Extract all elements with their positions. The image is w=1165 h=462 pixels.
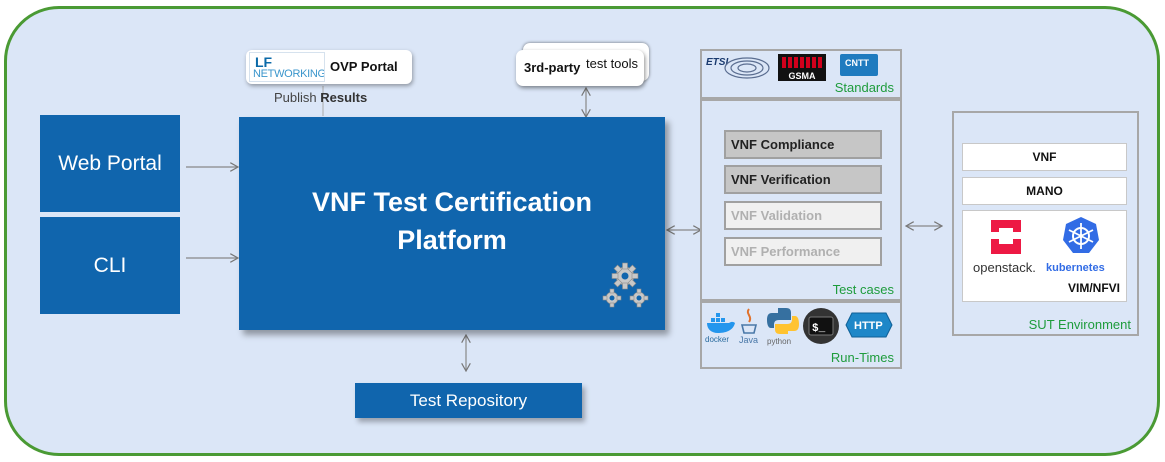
cli-label: CLI bbox=[93, 253, 127, 277]
svg-text:docker: docker bbox=[705, 335, 729, 343]
docker-icon: docker bbox=[705, 313, 735, 343]
standards-label: Standards bbox=[834, 80, 894, 95]
third-party-rest-label: test tools bbox=[586, 56, 639, 71]
openstack-label: openstack. bbox=[973, 260, 1036, 275]
standards-panel: ETSI GSMA CNTT Standards bbox=[700, 49, 902, 99]
vnf-box: VNF bbox=[962, 143, 1127, 171]
test-case-item-compliance: VNF Compliance bbox=[724, 130, 882, 159]
svg-text:python: python bbox=[767, 337, 791, 346]
platform-title: VNF Test Certification Platform bbox=[239, 183, 665, 259]
lf-logo-bottom: NETWORKING bbox=[253, 68, 325, 80]
lf-networking-logo: LF NETWORKING bbox=[249, 52, 325, 82]
http-icon: HTTP bbox=[845, 312, 893, 338]
svg-text:$_: $_ bbox=[812, 323, 826, 335]
python-icon: python bbox=[767, 308, 799, 346]
cntt-logo: CNTT bbox=[840, 54, 878, 76]
svg-text:Java: Java bbox=[739, 335, 758, 345]
svg-text:HTTP: HTTP bbox=[854, 320, 883, 332]
cntt-text: CNTT bbox=[845, 58, 869, 68]
test-cases-label: Test cases bbox=[832, 282, 894, 297]
etsi-logo: ETSI bbox=[706, 57, 770, 79]
ovp-portal-box: LF NETWORKING OVP Portal bbox=[246, 50, 412, 84]
test-case-item-verification: VNF Verification bbox=[724, 165, 882, 194]
test-case-item-validation: VNF Validation bbox=[724, 201, 882, 230]
openstack-icon bbox=[991, 220, 1021, 254]
svg-text:ETSI: ETSI bbox=[706, 57, 728, 68]
test-repository-label: Test Repository bbox=[409, 390, 528, 410]
test-repository-box: Test Repository bbox=[355, 383, 582, 418]
gsma-logo: GSMA bbox=[778, 54, 826, 81]
sut-environment-label: SUT Environment bbox=[1028, 317, 1131, 332]
terminal-icon: $_ bbox=[803, 308, 839, 344]
sut-environment-panel: VNF MANO openstack. kubernetes VIM/NFVI … bbox=[952, 111, 1139, 336]
cli-box: CLI bbox=[40, 217, 180, 314]
third-party-bold-label: 3rd-party bbox=[524, 60, 581, 75]
java-icon: Java bbox=[739, 308, 758, 345]
platform-box: VNF Test Certification Platform bbox=[239, 117, 665, 330]
publish-word: Publish bbox=[274, 90, 317, 105]
vim-nfvi-box: openstack. kubernetes VIM/NFVI bbox=[962, 210, 1127, 302]
runtimes-label: Run-Times bbox=[830, 350, 894, 365]
kubernetes-icon bbox=[1063, 217, 1099, 253]
results-word: Results bbox=[320, 90, 368, 105]
platform-title-line2: Platform bbox=[397, 225, 507, 255]
platform-title-line1: VNF Test Certification bbox=[311, 187, 593, 217]
gsma-text: GSMA bbox=[788, 71, 816, 81]
vim-nfvi-label: VIM/NFVI bbox=[1067, 281, 1120, 295]
lf-logo-top: LF bbox=[255, 54, 273, 70]
web-portal-label: Web Portal bbox=[58, 151, 162, 175]
web-portal-box: Web Portal bbox=[40, 115, 180, 212]
kubernetes-label: kubernetes bbox=[1046, 262, 1105, 274]
test-cases-panel: VNF Compliance VNF Verification VNF Vali… bbox=[700, 99, 902, 301]
runtimes-panel: docker Java python $_ HTTP Run-Times bbox=[700, 301, 902, 369]
third-party-tools-box bbox=[516, 50, 644, 86]
gears-icon bbox=[602, 262, 649, 308]
publish-results-label: Publish Results bbox=[274, 90, 367, 105]
test-case-item-performance: VNF Performance bbox=[724, 237, 882, 266]
mano-box: MANO bbox=[962, 177, 1127, 205]
ovp-portal-label: OVP Portal bbox=[330, 59, 398, 74]
